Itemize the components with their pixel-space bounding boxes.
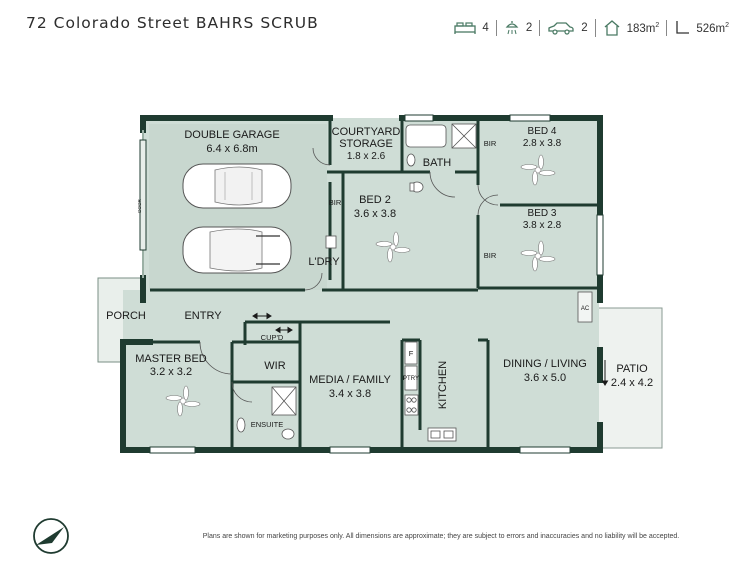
property-address-title: 72 Colorado Street BAHRS SCRUB xyxy=(26,14,319,32)
fan-icon xyxy=(520,240,556,272)
land-area-unit: 2 xyxy=(725,21,729,29)
room-cupboard-name: CUP'D xyxy=(261,333,284,342)
room-master-bed-dims: 3.2 x 3.2 xyxy=(150,366,192,378)
fan-icon xyxy=(520,154,556,186)
room-courtyard-dims: 1.8 x 2.6 xyxy=(347,151,386,162)
bathrooms-stat: 2 xyxy=(495,20,539,36)
cupboard-arrows xyxy=(252,312,609,386)
room-porch-name: PORCH xyxy=(106,310,146,322)
room-bed2-name: BED 2 xyxy=(359,194,391,206)
cars-stat: 2 xyxy=(539,20,594,36)
room-double-garage-name: DOUBLE GARAGE xyxy=(184,129,279,141)
room-media-family-name: MEDIA / FAMILY xyxy=(309,374,391,386)
ac-label: AC xyxy=(581,306,590,312)
room-ensuite-name: ENSUITE xyxy=(251,420,284,429)
shower-icon xyxy=(504,20,520,36)
interior-walls xyxy=(142,118,598,450)
land-area-icon xyxy=(674,20,690,36)
house-area-value: 183m xyxy=(626,22,656,35)
room-dining-living-name: DINING / LIVING xyxy=(503,358,587,370)
property-stats: 4 2 2 183m2 526m2 xyxy=(447,14,736,42)
disclaimer-text: Plans are shown for marketing purposes o… xyxy=(202,533,680,540)
fixture-labels: BIR BIR BIR F PTRY AC DOOR xyxy=(137,139,590,382)
room-bed4-dims: 2.8 x 3.8 xyxy=(523,138,562,149)
kitchen-fixtures xyxy=(404,291,593,442)
bedrooms-count: 4 xyxy=(482,22,489,34)
room-patio-dims: 2.4 x 4.2 xyxy=(611,377,653,389)
fan-icon xyxy=(375,231,411,263)
car-icon xyxy=(547,20,575,36)
windows xyxy=(139,114,604,454)
car-2-icon xyxy=(182,226,292,274)
garage-cars xyxy=(182,163,292,274)
room-media-family-dims: 3.4 x 3.8 xyxy=(329,388,371,400)
ensuite-toilet-icon xyxy=(281,428,295,440)
bedrooms-stat: 4 xyxy=(447,21,495,35)
bed-icon xyxy=(454,21,477,35)
room-patio-name: PATIO xyxy=(616,363,648,375)
house-area-unit: 2 xyxy=(655,21,660,29)
room-bath-name: BATH xyxy=(423,157,452,169)
bir-label: BIR xyxy=(484,139,497,148)
pantry-label: PTRY xyxy=(403,376,419,382)
fan-icon xyxy=(165,385,201,417)
room-bed3-dims: 3.8 x 2.8 xyxy=(523,220,562,231)
car-1-icon xyxy=(182,163,292,209)
room-bed4-name: BED 4 xyxy=(528,126,557,137)
ceiling-fans xyxy=(165,154,556,417)
fridge-label: F xyxy=(409,349,414,358)
cars-count: 2 xyxy=(581,22,588,34)
room-labels: DOUBLE GARAGE 6.4 x 6.8m COURTYARD STORA… xyxy=(106,126,653,429)
land-area-stat: 526m2 xyxy=(666,20,736,36)
bir-label: BIR xyxy=(484,251,497,260)
bir-label: BIR xyxy=(329,198,342,207)
bathrooms-count: 2 xyxy=(525,22,533,34)
house-area-stat: 183m2 xyxy=(594,19,667,37)
ensuite-basin-icon xyxy=(236,417,246,433)
room-entry-name: ENTRY xyxy=(184,310,222,322)
room-master-bed-name: MASTER BED xyxy=(135,353,207,365)
room-courtyard-name: COURTYARD xyxy=(332,126,401,138)
north-compass-icon xyxy=(30,515,72,562)
room-dining-living-dims: 3.6 x 5.0 xyxy=(524,372,566,384)
room-bed3-name: BED 3 xyxy=(528,208,557,219)
cooktop-icon xyxy=(404,394,419,416)
bathtub-icon xyxy=(405,124,447,148)
room-laundry-name: L'DRY xyxy=(308,256,340,268)
garage-door-label: DOOR xyxy=(137,198,142,212)
bathroom-fixtures xyxy=(236,123,477,440)
laundry-tub-icon xyxy=(325,235,337,249)
basin-icon xyxy=(406,153,416,167)
room-bed2-dims: 3.6 x 3.8 xyxy=(354,208,396,220)
door-swings xyxy=(199,147,499,403)
room-storage-name: STORAGE xyxy=(339,138,393,150)
room-kitchen-name: KITCHEN xyxy=(437,361,449,409)
room-wir-name: WIR xyxy=(264,360,285,372)
house-icon xyxy=(603,19,621,37)
land-area-value: 526m xyxy=(696,22,726,35)
room-double-garage-dims: 6.4 x 6.8m xyxy=(206,143,257,155)
